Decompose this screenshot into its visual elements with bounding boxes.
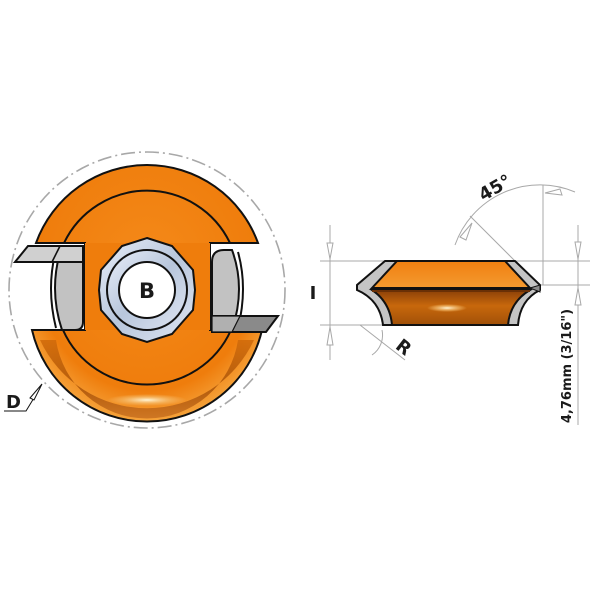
dimension-lines bbox=[320, 184, 590, 425]
right-carbide-knife bbox=[211, 249, 280, 333]
dimension-arrows bbox=[326, 188, 582, 346]
cutter-profile bbox=[356, 260, 541, 326]
hub-outline bbox=[62, 189, 232, 386]
bore-label: B bbox=[139, 279, 155, 303]
profile-view: I R 45° 4,76mm (3/16") bbox=[310, 171, 590, 425]
profile-glint bbox=[427, 304, 467, 312]
height-label: I bbox=[310, 283, 317, 304]
diameter-leader bbox=[4, 383, 43, 412]
diameter-label: D bbox=[6, 392, 21, 413]
cutting-diameter-circle bbox=[8, 151, 286, 429]
angle-label: 45° bbox=[475, 171, 515, 206]
lower-rim-shading bbox=[40, 340, 254, 419]
left-carbide-knife bbox=[12, 245, 84, 331]
offset-dimension-label: 4,76mm (3/16") bbox=[560, 309, 575, 423]
rim-glint bbox=[107, 394, 187, 406]
front-view: B D bbox=[4, 151, 286, 429]
bearing-nut bbox=[97, 236, 197, 344]
radius-label: R bbox=[391, 335, 415, 360]
